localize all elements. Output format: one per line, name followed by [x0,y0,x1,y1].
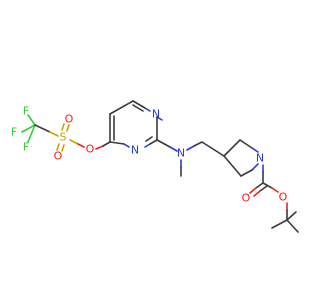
atom-o-ether: O [86,143,95,156]
atom-n-ring-bottom: N [131,144,139,157]
molecule-structure: F F F S O O O N N N N O O [11,100,299,233]
atom-o-carbonyl: O [242,192,251,205]
atom-o-ester: O [279,191,288,204]
atom-n-amine: N [177,147,185,160]
atom-labels: F F F S O O O N N N N O O [11,105,288,205]
atom-f-top: F [23,105,29,118]
atom-n-azetidine: N [256,152,264,165]
atom-o-sulfonyl-top: O [65,113,74,126]
atom-f-left: F [11,126,17,139]
atom-n-ring-top: N [152,108,160,121]
bonds [21,100,299,233]
atom-o-sulfonyl-bottom: O [54,150,63,163]
atom-sulfur: S [60,131,67,144]
atom-f-bottom: F [23,141,29,154]
